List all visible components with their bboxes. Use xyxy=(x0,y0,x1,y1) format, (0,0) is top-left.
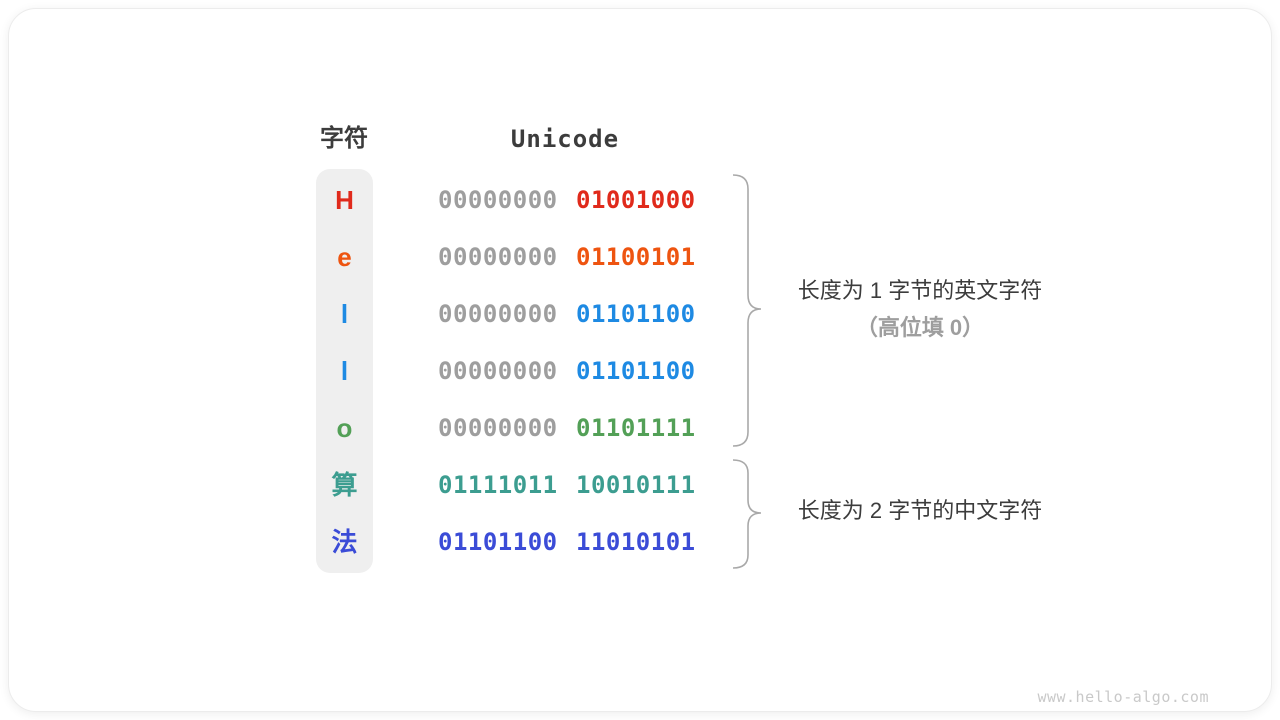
character-cell: o xyxy=(336,413,353,443)
unicode-low-byte: 01001000 xyxy=(576,186,696,214)
unicode-high-byte: 00000000 xyxy=(438,300,558,328)
table-row: o 00000000 01101111 xyxy=(9,410,1271,446)
unicode-high-byte: 01101100 xyxy=(438,528,558,556)
character-cell: 算 xyxy=(331,470,358,500)
table-row: l 00000000 01101100 xyxy=(9,296,1271,332)
unicode-low-byte: 01101111 xyxy=(576,414,696,442)
character-cell: l xyxy=(340,356,349,386)
watermark: www.hello-algo.com xyxy=(1037,688,1209,706)
annotation-english-line1: 长度为 1 字节的英文字符 xyxy=(797,278,1043,303)
character-column-background xyxy=(316,169,373,573)
character-cell: e xyxy=(337,242,352,272)
table-row: 法 01101100 11010101 xyxy=(9,524,1271,560)
character-cell: H xyxy=(335,185,354,215)
annotation-english: 长度为 1 字节的英文字符 （高位填 0） xyxy=(761,276,1079,343)
unicode-high-byte: 00000000 xyxy=(438,243,558,271)
unicode-high-byte: 00000000 xyxy=(438,186,558,214)
unicode-high-byte: 00000000 xyxy=(438,414,558,442)
character-cell: l xyxy=(340,299,349,329)
column-header-unicode: Unicode xyxy=(510,125,620,153)
table-row: H 00000000 01001000 xyxy=(9,182,1271,218)
table-row: l 00000000 01101100 xyxy=(9,353,1271,389)
unicode-high-byte: 01111011 xyxy=(438,471,558,499)
unicode-low-byte: 01100101 xyxy=(576,243,696,271)
table-row: e 00000000 01100101 xyxy=(9,239,1271,275)
annotation-english-line2: （高位填 0） xyxy=(855,315,985,340)
table-row: 算 01111011 10010111 xyxy=(9,467,1271,503)
unicode-low-byte: 11010101 xyxy=(576,528,696,556)
unicode-low-byte: 01101100 xyxy=(576,300,696,328)
unicode-low-byte: 01101100 xyxy=(576,357,696,385)
unicode-low-byte: 10010111 xyxy=(576,471,696,499)
annotation-chinese: 长度为 2 字节的中文字符 xyxy=(797,498,1043,523)
unicode-high-byte: 00000000 xyxy=(438,357,558,385)
diagram-card: 字符 Unicode H 00000000 01001000 e 0000000… xyxy=(8,8,1272,712)
column-header-character: 字符 xyxy=(320,125,368,152)
character-cell: 法 xyxy=(331,527,358,557)
